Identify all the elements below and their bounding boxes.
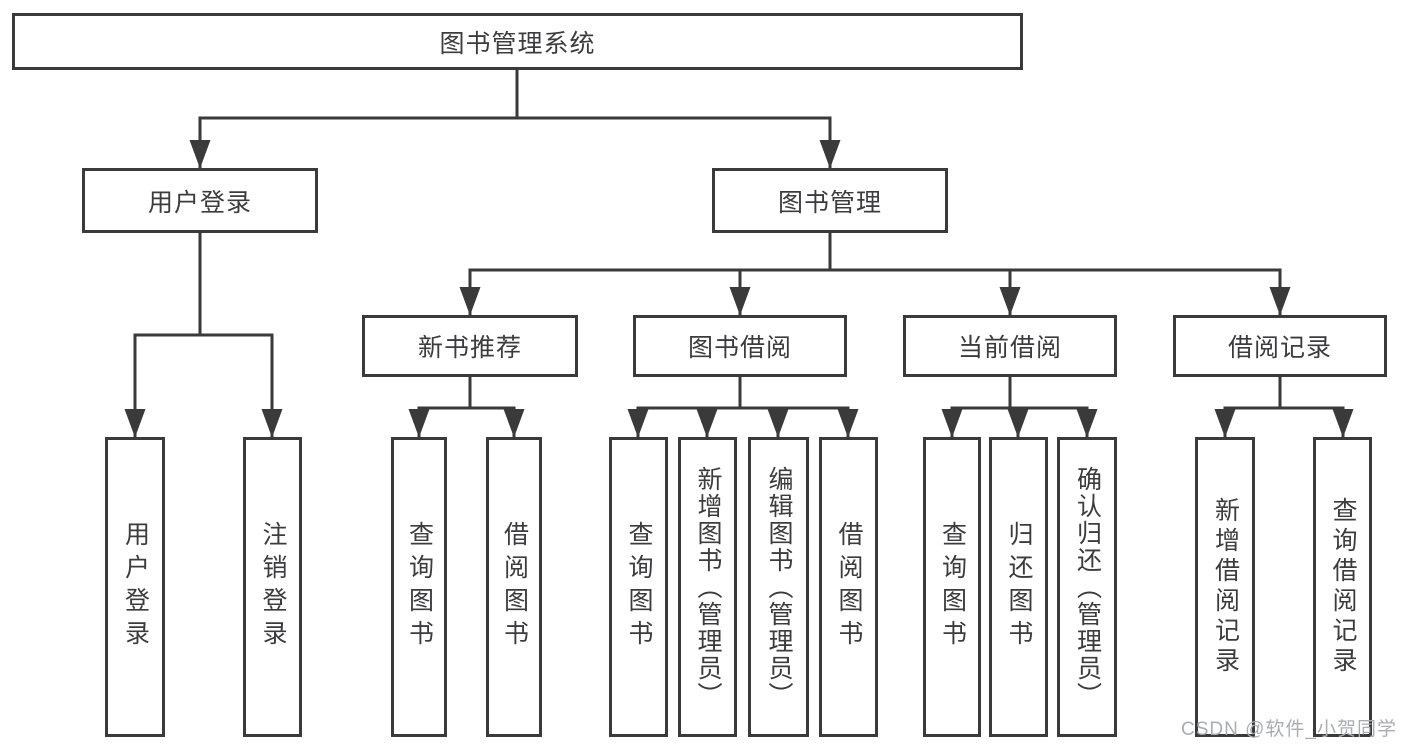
node-borrow-records-label: 借阅记录 xyxy=(1227,334,1332,362)
leaf-logout-label: 注销登录 xyxy=(259,521,287,653)
leaf-newbooks-borrow-label: 借阅图书 xyxy=(500,521,529,653)
node-book-borrow: 图书借阅 xyxy=(633,315,847,377)
leaf-user-login-label: 用户登录 xyxy=(121,521,150,653)
node-user-login-label: 用户登录 xyxy=(147,188,252,217)
leaf-borrow-book: 借阅图书 xyxy=(819,437,878,737)
leaf-add-record: 新增借阅记录 xyxy=(1195,437,1255,737)
node-borrow-records: 借阅记录 xyxy=(1173,315,1387,377)
leaf-borrow-add-admin: 新增图书（管理员） xyxy=(678,437,737,737)
leaf-confirm-return-admin: 确认归还（管理员） xyxy=(1057,437,1117,737)
leaf-current-query: 查询图书 xyxy=(923,437,981,737)
leaf-borrow-query-label: 查询图书 xyxy=(625,521,653,653)
leaf-confirm-return-admin-label: 确认归还（管理员） xyxy=(1073,465,1102,709)
watermark: CSDN @软件_小贺同学 xyxy=(1181,719,1397,740)
leaf-borrow-book-label: 借阅图书 xyxy=(835,521,863,653)
leaf-return-book: 归还图书 xyxy=(989,437,1048,737)
leaf-newbooks-query: 查询图书 xyxy=(391,437,447,737)
node-root-label: 图书管理系统 xyxy=(439,29,596,58)
node-book-mgmt: 图书管理 xyxy=(712,168,948,233)
node-current-borrow-label: 当前借阅 xyxy=(957,334,1062,362)
node-book-mgmt-label: 图书管理 xyxy=(777,188,882,217)
node-new-books: 新书推荐 xyxy=(362,315,578,377)
leaf-borrow-edit-admin-label: 编辑图书（管理员） xyxy=(765,465,793,709)
leaf-current-query-label: 查询图书 xyxy=(938,521,967,653)
leaf-query-record: 查询借阅记录 xyxy=(1313,437,1372,737)
leaf-query-record-label: 查询借阅记录 xyxy=(1329,497,1357,677)
leaf-borrow-query: 查询图书 xyxy=(609,437,668,737)
leaf-return-book-label: 归还图书 xyxy=(1005,521,1033,653)
node-user-login: 用户登录 xyxy=(82,168,318,233)
leaf-borrow-edit-admin: 编辑图书（管理员） xyxy=(748,437,809,737)
leaf-add-record-label: 新增借阅记录 xyxy=(1211,497,1240,677)
leaf-borrow-add-admin-label: 新增图书（管理员） xyxy=(694,465,722,709)
node-current-borrow: 当前借阅 xyxy=(903,315,1117,377)
node-new-books-label: 新书推荐 xyxy=(417,334,522,362)
node-root: 图书管理系统 xyxy=(12,13,1023,70)
leaf-newbooks-borrow: 借阅图书 xyxy=(486,437,542,737)
leaf-logout: 注销登录 xyxy=(243,437,302,737)
leaf-user-login: 用户登录 xyxy=(105,437,165,737)
node-book-borrow-label: 图书借阅 xyxy=(687,334,792,362)
leaf-newbooks-query-label: 查询图书 xyxy=(405,521,434,653)
